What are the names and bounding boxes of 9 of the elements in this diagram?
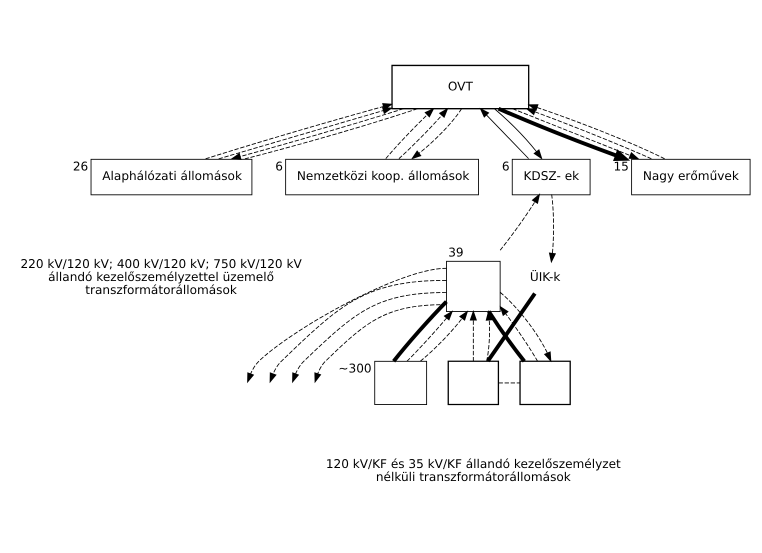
node-text: ÜIK-k (530, 270, 560, 284)
node-label: 39 (448, 245, 464, 260)
node-label: 15 (613, 160, 629, 174)
label: 220 kV/120 kV; 400 kV/120 kV; 750 kV/120 kV állandó kezelőszemélyzettel üzemelő transzformátorállomások (20, 257, 302, 297)
node-label: 26 (72, 160, 88, 174)
node-label: 6 (275, 160, 283, 174)
node-label: 6 (502, 160, 510, 174)
label: 120 kV/KF és 35 kV/KF állandó kezelőszemélyzet nélküli transzformátorállomások (326, 456, 621, 484)
node-label: ~300 (338, 362, 372, 376)
